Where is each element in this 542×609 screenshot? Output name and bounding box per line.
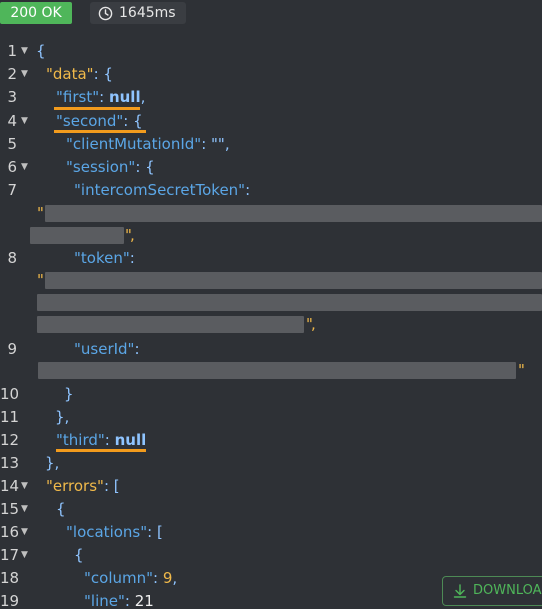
line-number: 3 — [7, 88, 17, 106]
json-key: "intercomSecretToken" — [74, 181, 246, 199]
json-key: "userId" — [74, 340, 135, 358]
line-number: 2 — [7, 65, 17, 83]
line-number: 8 — [7, 249, 17, 267]
json-value: null — [114, 431, 147, 449]
fold-arrow-icon[interactable]: ▼ — [21, 550, 28, 560]
string-quote: " — [125, 226, 132, 244]
line-number: 6 — [7, 158, 17, 176]
highlight-underline — [54, 107, 140, 110]
redacted-value — [37, 294, 542, 311]
fold-arrow-icon[interactable]: ▼ — [21, 481, 28, 491]
line-number: 17 — [0, 546, 20, 564]
redacted-value — [45, 272, 542, 289]
line-number: 4 — [7, 112, 17, 130]
line-number: 19 — [0, 592, 20, 609]
json-value: 21 — [134, 592, 154, 609]
string-quote: " — [306, 315, 313, 333]
json-key: "clientMutationId" — [66, 135, 202, 153]
download-button[interactable]: DOWNLOA — [442, 576, 542, 606]
redacted-value — [45, 205, 542, 222]
json-key: "second" — [56, 112, 124, 130]
string-quote: " — [37, 271, 44, 289]
json-key: "column" — [84, 569, 154, 587]
redacted-value — [37, 316, 304, 333]
redacted-value — [30, 227, 124, 244]
redacted-value — [38, 362, 516, 379]
json-key: "session" — [66, 158, 136, 176]
json-key: "data" — [46, 65, 94, 83]
response-status-bar: 200 OK 1645ms — [0, 0, 542, 28]
download-icon — [453, 584, 467, 598]
json-key: "third" — [56, 431, 105, 449]
line-number: 1 — [7, 42, 17, 60]
response-time-value: 1645ms — [119, 5, 176, 21]
highlight-underline — [56, 449, 146, 452]
fold-arrow-icon[interactable]: ▼ — [21, 116, 28, 126]
line-number: 11 — [0, 408, 20, 426]
json-key: "token" — [74, 249, 130, 267]
line-number: 7 — [7, 181, 17, 199]
response-time: 1645ms — [90, 2, 186, 24]
json-value: 9 — [162, 569, 173, 587]
line-number: 15 — [0, 500, 20, 518]
fold-arrow-icon[interactable]: ▼ — [21, 69, 28, 79]
json-key: "first" — [56, 88, 100, 106]
line-number: 16 — [0, 523, 20, 541]
line-number: 5 — [7, 135, 17, 153]
line-number: 13 — [0, 454, 20, 472]
line-number: 12 — [0, 431, 20, 449]
fold-arrow-icon[interactable]: ▼ — [21, 162, 28, 172]
download-label: DOWNLOA — [473, 583, 542, 598]
status-badge: 200 OK — [0, 2, 72, 24]
string-quote: " — [518, 361, 525, 379]
string-quote: " — [37, 204, 44, 222]
json-key: "line" — [84, 592, 125, 609]
highlight-underline — [54, 130, 146, 133]
line-number: 18 — [0, 569, 20, 587]
fold-arrow-icon[interactable]: ▼ — [21, 504, 28, 514]
fold-arrow-icon[interactable]: ▼ — [21, 527, 28, 537]
line-number: 9 — [7, 340, 17, 358]
fold-arrow-icon[interactable]: ▼ — [21, 46, 28, 56]
line-number: 14 — [0, 477, 20, 495]
line-number: 10 — [0, 385, 20, 403]
json-value: null — [108, 88, 141, 106]
clock-icon — [98, 6, 113, 20]
json-key: "locations" — [66, 523, 148, 541]
json-key: "errors" — [46, 477, 104, 495]
